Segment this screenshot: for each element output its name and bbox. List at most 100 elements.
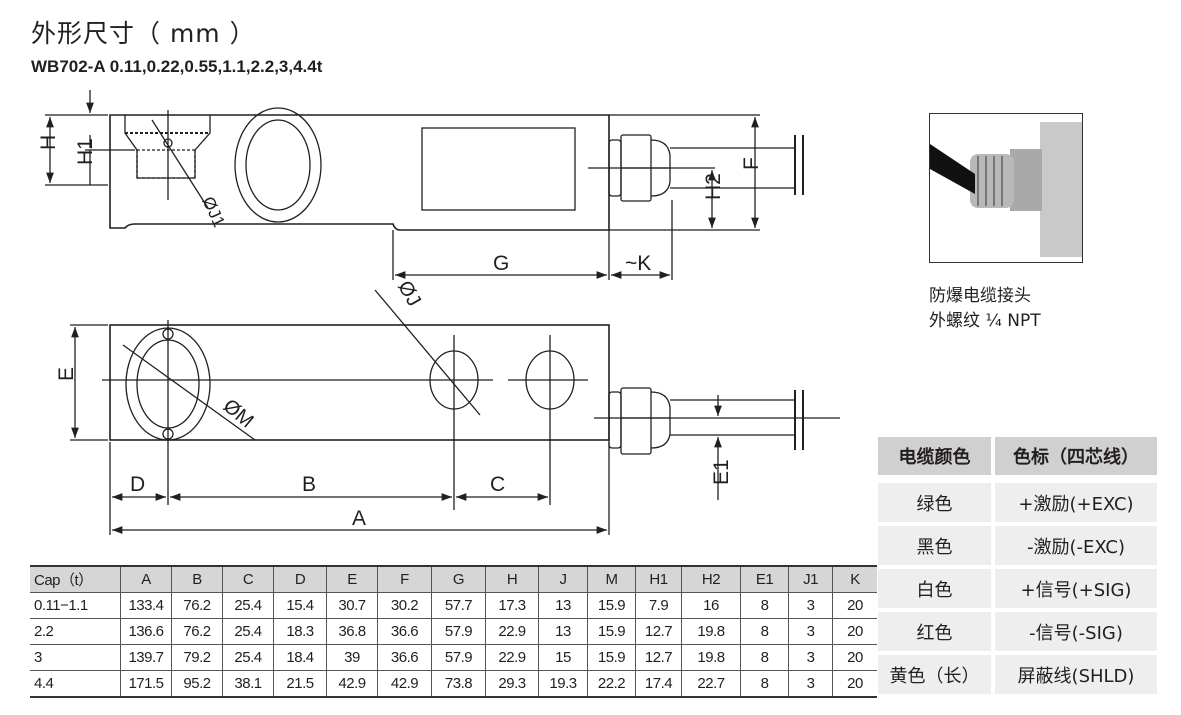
table-cell: 57.9: [431, 644, 486, 671]
table-cell: 139.7: [120, 644, 172, 671]
table-cell: 57.9: [431, 618, 486, 645]
column-header: B: [171, 565, 223, 593]
table-cell: 39: [326, 644, 378, 671]
label-e: E: [55, 367, 78, 381]
table-cell: 3: [788, 670, 833, 698]
label-h2: H2: [702, 173, 725, 200]
wire-color-table: 电缆颜色色标（四芯线）绿色+激励(+EXC)黑色-激励(-EXC)白色+信号(+…: [878, 437, 1157, 698]
column-header: E: [326, 565, 378, 593]
model-subtitle: WB702-A 0.11,0.22,0.55,1.1,2.2,3,4.4t: [31, 57, 323, 76]
table-cell: 42.9: [326, 670, 378, 698]
column-header: H: [485, 565, 539, 593]
table-cell: 13: [538, 618, 588, 645]
column-header: H2: [681, 565, 741, 593]
table-cell: 20: [832, 592, 877, 619]
table-cell: 19.3: [538, 670, 588, 698]
connector-photo: [929, 113, 1083, 263]
table-cell: 21.5: [273, 670, 327, 698]
wire-function: 屏蔽线(SHLD): [995, 655, 1157, 694]
label-a: A: [352, 507, 366, 530]
dimension-drawing: H H1 ØJ1 F H2 G ~K ØJ E ØM E1: [37, 90, 840, 535]
label-f: F: [740, 157, 763, 170]
table-cell: 29.3: [485, 670, 539, 698]
label-k: ~K: [625, 252, 651, 275]
wire-color: 黑色: [878, 526, 991, 565]
wire-table-row: 绿色+激励(+EXC): [878, 483, 1157, 522]
label-j: ØJ: [393, 277, 425, 310]
table-cell: 95.2: [171, 670, 223, 698]
table-cell: 8: [740, 618, 789, 645]
table-cell: 8: [740, 644, 789, 671]
table-cell: 3: [788, 592, 833, 619]
table-cell: 15.9: [587, 618, 636, 645]
table-cell: 25.4: [222, 618, 274, 645]
column-header: H1: [635, 565, 682, 593]
table-cell: 17.3: [485, 592, 539, 619]
wire-table-header: 电缆颜色色标（四芯线）: [878, 437, 1157, 475]
column-header: D: [273, 565, 327, 593]
table-cell: 136.6: [120, 618, 172, 645]
table-cell: 12.7: [635, 618, 682, 645]
table-cell: 76.2: [171, 618, 223, 645]
column-header: C: [222, 565, 274, 593]
label-h: H: [37, 135, 60, 150]
table-cell: 16: [681, 592, 741, 619]
table-cell: 57.7: [431, 592, 486, 619]
label-m: ØM: [219, 395, 258, 433]
wire-function: 色标（四芯线）: [995, 437, 1157, 475]
table-cell: 30.7: [326, 592, 378, 619]
wire-color: 白色: [878, 569, 991, 608]
table-cell: 18.3: [273, 618, 327, 645]
table-cell: 20: [832, 670, 877, 698]
table-cell: 13: [538, 592, 588, 619]
column-header: A: [120, 565, 172, 593]
table-cell: 3: [788, 618, 833, 645]
column-header: K: [832, 565, 877, 593]
column-header: M: [587, 565, 636, 593]
table-cell: 17.4: [635, 670, 682, 698]
wire-function: +信号(+SIG): [995, 569, 1157, 608]
cable-gland-image: [930, 122, 1082, 257]
column-header: Cap（t）: [30, 565, 121, 593]
label-d: D: [130, 473, 145, 496]
top-view: [70, 289, 840, 535]
table-cell: 38.1: [222, 670, 274, 698]
table-cell: 15.9: [587, 592, 636, 619]
table-cell: 25.4: [222, 592, 274, 619]
table-cell: 15.4: [273, 592, 327, 619]
table-cell: 15.9: [587, 644, 636, 671]
table-cell: 0.11−1.1: [30, 592, 121, 619]
table-cell: 15: [538, 644, 588, 671]
connector-caption: 防爆电缆接头 外螺纹 ¼ NPT: [929, 284, 1041, 334]
wire-color: 红色: [878, 612, 991, 651]
caption-line-1: 防爆电缆接头: [929, 286, 1031, 306]
table-cell: 79.2: [171, 644, 223, 671]
wire-function: -激励(-EXC): [995, 526, 1157, 565]
wire-color: 电缆颜色: [878, 437, 991, 475]
side-view: [45, 90, 804, 280]
table-cell: 22.9: [485, 644, 539, 671]
column-header: G: [431, 565, 486, 593]
wire-table-row: 白色+信号(+SIG): [878, 569, 1157, 608]
table-cell: 42.9: [377, 670, 432, 698]
table-cell: 19.8: [681, 618, 741, 645]
wire-function: +激励(+EXC): [995, 483, 1157, 522]
table-cell: 20: [832, 644, 877, 671]
label-h1: H1: [74, 138, 97, 165]
table-cell: 30.2: [377, 592, 432, 619]
table-cell: 8: [740, 592, 789, 619]
table-cell: 12.7: [635, 644, 682, 671]
column-header: J: [538, 565, 588, 593]
table-cell: 8: [740, 670, 789, 698]
label-c: C: [490, 473, 505, 496]
table-cell: 25.4: [222, 644, 274, 671]
label-b: B: [302, 473, 316, 496]
label-g: G: [493, 252, 509, 275]
table-cell: 133.4: [120, 592, 172, 619]
